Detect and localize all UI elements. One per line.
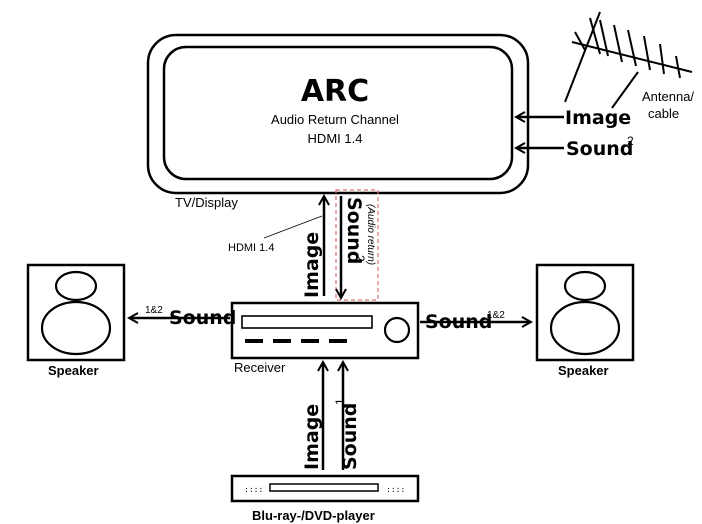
tv-screen (162, 45, 514, 181)
left-speaker-icon (26, 263, 126, 362)
antenna-icon (564, 11, 693, 109)
receiver-icon (230, 301, 420, 360)
antenna-label-line1: Antenna/ (642, 89, 694, 104)
antenna-label-line2: cable (648, 106, 679, 121)
right-speaker-sound-label: Sound (425, 311, 492, 333)
arc-title: ARC (301, 74, 369, 109)
tv-sound-label: Sound (343, 197, 365, 264)
left-speaker-sound-label: Sound (169, 307, 236, 329)
player-label: Blu-ray-/DVD-player (252, 508, 375, 523)
hdmi-callout-label: HDMI 1.4 (228, 242, 274, 254)
tv-image-label: Image (301, 232, 323, 298)
audio-return-highlight (335, 189, 379, 301)
tv-sound-superscript: 2 (353, 255, 367, 262)
right-speaker-label: Speaker (558, 363, 609, 378)
bluray-player-icon: :::: :::: (230, 474, 420, 503)
antenna-sound-superscript: 2 (627, 134, 634, 148)
player-image-label: Image (301, 404, 323, 470)
antenna-image-label: Image (565, 107, 631, 129)
right-speaker-icon (535, 263, 635, 362)
svg-text:::::: :::: (386, 485, 405, 494)
arc-subtitle: Audio Return Channel (271, 112, 399, 127)
receiver-label: Receiver (234, 360, 286, 375)
tv-display-label: TV/Display (175, 195, 238, 210)
svg-text:::::: :::: (244, 485, 263, 494)
player-sound-label: Sound (339, 403, 361, 470)
left-speaker-label: Speaker (48, 363, 99, 378)
antenna-sound-label: Sound (566, 138, 633, 160)
hdmi-callout-line (263, 215, 323, 239)
arc-hdmi-version: HDMI 1.4 (308, 131, 363, 146)
tv-display: ARC Audio Return Channel HDMI 1.4 (146, 33, 530, 195)
audio-return-label: (Audio return) (365, 204, 376, 265)
player-sound-superscript: 1 (333, 398, 347, 405)
left-speaker-sound-superscript: 1&2 (145, 305, 163, 316)
right-speaker-sound-superscript: 1&2 (487, 310, 505, 321)
